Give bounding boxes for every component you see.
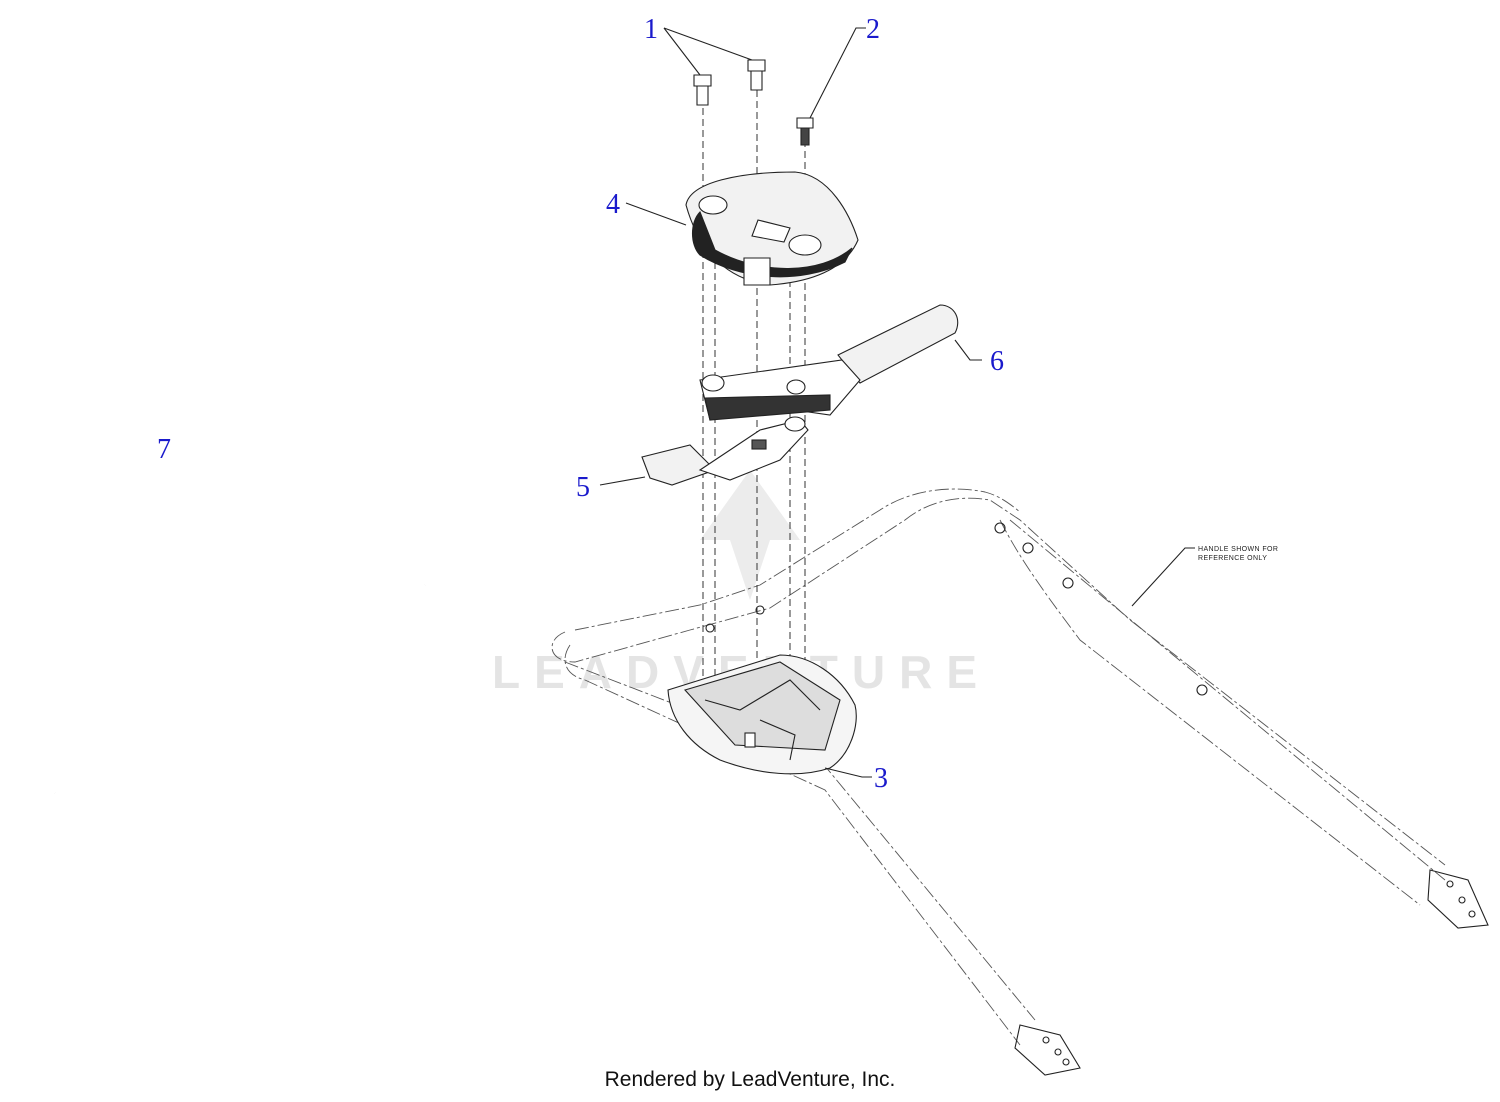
lever-part-6 (699, 304, 959, 421)
footer-credit: Rendered by LeadVenture, Inc. (604, 1068, 896, 1091)
leader-lines (599, 27, 982, 778)
bail-wire-part-7 (16, 456, 426, 805)
lever-part-5 (641, 416, 809, 486)
callout-4: 4 (606, 189, 620, 220)
handle-reference (551, 488, 1489, 1076)
handle-note-line1: HANDLE SHOWN FOR (1198, 546, 1278, 553)
callout-7: 7 (157, 434, 171, 465)
bolt-part-1 (693, 59, 766, 106)
handle-note-line2: REFERENCE ONLY (1198, 555, 1267, 562)
callout-3: 3 (874, 763, 888, 794)
callouts: 1 2 3 4 5 6 7 (157, 14, 1004, 794)
base-part-3 (667, 654, 857, 775)
callout-2: 2 (866, 14, 880, 45)
screw-part-2 (796, 117, 814, 146)
callout-1: 1 (644, 14, 658, 45)
handle-note: HANDLE SHOWN FOR REFERENCE ONLY (1131, 546, 1278, 607)
watermark: LEADVENTURE (492, 470, 977, 698)
cover-part-4 (685, 171, 859, 286)
callout-6: 6 (990, 346, 1004, 377)
watermark-logo (700, 470, 800, 600)
callout-5: 5 (576, 472, 590, 503)
